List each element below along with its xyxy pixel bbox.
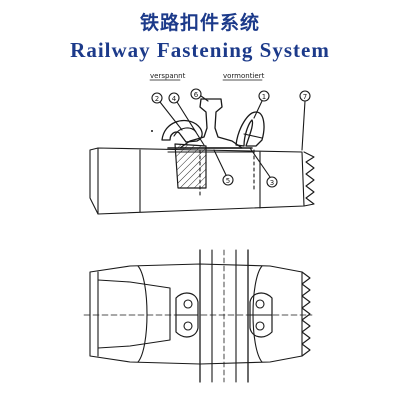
callout-4: 4 — [168, 92, 205, 146]
callout-2: 2 — [151, 92, 183, 131]
svg-text:1: 1 — [262, 93, 266, 101]
callout-5: 5 — [213, 149, 234, 186]
sleeper-serrated-edge — [303, 151, 315, 207]
sleeper-plan-serrated-edge — [301, 271, 311, 357]
callout-3: 3 — [249, 147, 278, 188]
callout-6: 6 — [190, 88, 209, 102]
sleeper-plan — [89, 263, 303, 365]
left-clip-plan — [175, 292, 199, 338]
title-english: Railway Fastening System — [70, 38, 330, 62]
title-chinese: 铁路扣件系统 — [139, 12, 260, 34]
right-clip-plan — [249, 292, 273, 338]
right-clip — [235, 111, 265, 147]
label-verspannt: verspannt — [150, 72, 186, 80]
svg-text:3: 3 — [270, 179, 274, 187]
svg-text:7: 7 — [303, 93, 307, 101]
label-vormontiert: vormontiert — [223, 72, 265, 80]
side-view — [89, 98, 315, 215]
svg-text:2: 2 — [155, 95, 159, 103]
svg-text:6: 6 — [194, 91, 199, 99]
callout-1: 1 — [253, 90, 270, 119]
left-clip — [161, 119, 203, 143]
svg-text:5: 5 — [226, 177, 230, 185]
svg-text:4: 4 — [172, 95, 177, 103]
rail-profile — [179, 98, 243, 149]
plan-view — [83, 249, 313, 383]
callout-7: 7 — [299, 90, 311, 151]
shoulder-insert-hatched — [174, 143, 207, 189]
